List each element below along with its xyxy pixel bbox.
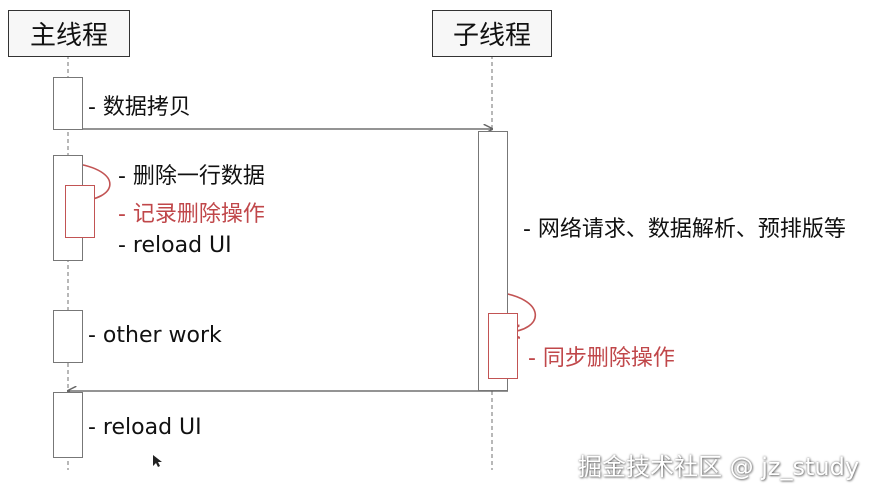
note-reload-ui-1: - reload UI: [118, 233, 232, 258]
worker-thread-header: 子线程: [432, 10, 552, 57]
note-delete-row: - 删除一行数据: [118, 164, 265, 189]
main-activation-other: [53, 310, 83, 363]
sync-delete-self-arrow: [495, 291, 537, 332]
note-other-work: - other work: [88, 323, 222, 348]
main-thread-header: 主线程: [8, 10, 130, 57]
note-worker-tasks: - 网络请求、数据解析、预排版等: [523, 217, 846, 242]
main-thread-label: 主线程: [29, 21, 108, 51]
worker-thread-label: 子线程: [452, 21, 531, 51]
worker-activation-sync: [488, 313, 518, 379]
main-activation-copy: [53, 77, 83, 130]
note-reload-ui-2: - reload UI: [88, 415, 202, 440]
main-activation-record: [65, 185, 95, 238]
note-copy: - 数据拷贝: [88, 95, 191, 120]
mouse-cursor-icon: [153, 455, 162, 467]
main-activation-reload: [53, 392, 83, 458]
note-sync-delete: - 同步删除操作: [528, 346, 675, 371]
watermark: 掘金技术社区 @ jz_study: [578, 453, 860, 481]
note-record-delete: - 记录删除操作: [118, 202, 265, 227]
